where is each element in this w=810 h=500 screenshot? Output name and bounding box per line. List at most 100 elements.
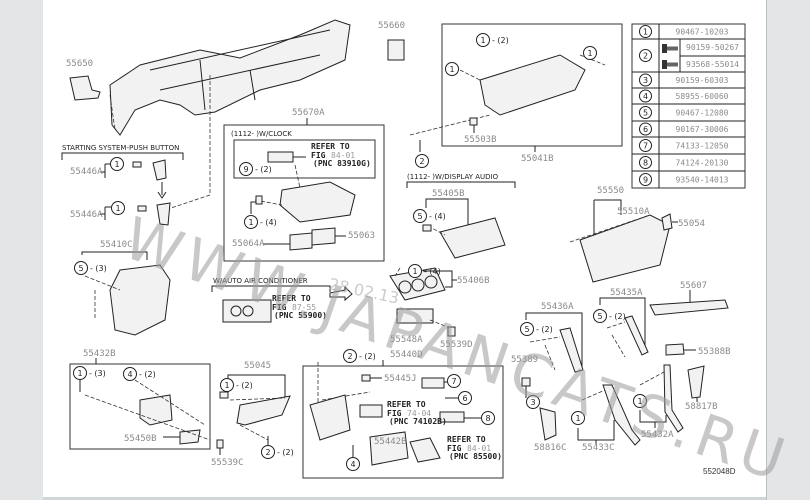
callout-1[interactable]: 1- (3) — [73, 366, 106, 380]
callout-1[interactable]: 1- (4) — [408, 264, 441, 278]
part-label[interactable]: 55442B — [374, 437, 407, 447]
table-callout-circle — [639, 89, 652, 103]
table-part-number[interactable]: 90159-50267 — [686, 43, 739, 52]
part-label[interactable]: 55503B — [464, 135, 497, 145]
part-label[interactable]: 55607 — [680, 281, 707, 291]
part-label[interactable]: 55440D — [390, 350, 423, 360]
callout-2[interactable]: 2 — [415, 154, 429, 168]
vent-55650 — [69, 75, 101, 101]
table-callout-number: 8 — [643, 159, 648, 168]
bolt-icon — [662, 44, 678, 53]
part-label[interactable]: 55045 — [244, 361, 271, 371]
callout-1[interactable]: 1- (4) — [244, 215, 277, 229]
ref-fig[interactable]: 87-55 — [292, 303, 316, 312]
table-callout-number: 5 — [643, 109, 648, 118]
part-label[interactable]: 55650 — [66, 59, 93, 69]
callout-7[interactable]: 7 — [447, 374, 461, 388]
part-label[interactable]: 55539D — [440, 340, 473, 350]
callout-4[interactable]: 4 — [346, 457, 360, 471]
callout-circle — [111, 201, 125, 215]
note-starting-system: STARTING SYSTEM-PUSH BUTTON — [62, 144, 179, 152]
part-label[interactable]: 58817B — [685, 402, 718, 412]
part-label[interactable]: 55389 — [511, 355, 538, 365]
callout-quantity: - (2) — [536, 325, 553, 334]
callout-1[interactable]: 1 — [583, 46, 597, 60]
callout-1[interactable]: 1- (2) — [476, 33, 509, 47]
part-label[interactable]: 55436A — [541, 302, 574, 312]
table-callout-number: 4 — [643, 92, 648, 101]
part-label[interactable]: 55406B — [457, 276, 490, 286]
part-label[interactable]: 55435A — [610, 288, 643, 298]
table-part-number[interactable]: 74133-12050 — [676, 142, 729, 151]
callout-5[interactable]: 5- (2) — [520, 322, 553, 336]
table-part-number[interactable]: 90167-30006 — [676, 125, 729, 134]
part-label[interactable]: 55446A — [70, 167, 103, 177]
callout-1[interactable]: 1- (2) — [220, 378, 253, 392]
table-callout-circle — [639, 49, 652, 62]
callout-circle — [583, 46, 597, 60]
part-label[interactable]: 55445J — [384, 374, 417, 384]
callout-1[interactable]: 1 — [445, 62, 459, 76]
callout-circle — [346, 457, 360, 471]
callout-4[interactable]: 4- (2) — [123, 367, 156, 381]
part-label[interactable]: 55054 — [678, 219, 705, 229]
ref-fig[interactable]: 84-01 — [467, 444, 491, 453]
part-label[interactable]: 55064A — [232, 239, 265, 249]
table-part-number[interactable]: 90467-12080 — [676, 109, 729, 118]
part-label[interactable]: 55548A — [390, 335, 423, 345]
part-label[interactable]: 55432B — [83, 349, 116, 359]
part-label[interactable]: 55410C — [100, 240, 133, 250]
table-part-number[interactable]: 74124-20130 — [676, 159, 729, 168]
callout-2[interactable]: 2- (2) — [261, 445, 294, 459]
part-label[interactable]: 55660 — [378, 21, 405, 31]
callout-1[interactable]: 1 — [111, 201, 125, 215]
callout-6[interactable]: 6 — [458, 391, 472, 405]
callout-circle — [447, 374, 461, 388]
callout-number: 1 — [449, 65, 454, 74]
callout-5[interactable]: 5- (4) — [413, 209, 446, 223]
part-label[interactable]: 55433C — [582, 443, 615, 453]
callout-1[interactable]: 1 — [633, 394, 647, 408]
part-label[interactable]: 55432A — [641, 430, 674, 440]
table-part-number[interactable]: 93540-14013 — [676, 176, 729, 185]
part-label[interactable]: 55450B — [124, 434, 157, 444]
part-label[interactable]: 55510A — [617, 207, 650, 217]
part-label[interactable]: 55041B — [521, 154, 554, 164]
callout-quantity: - (2) — [492, 36, 509, 45]
table-callout-number: 6 — [643, 125, 648, 134]
callout-2[interactable]: 2- (2) — [343, 349, 376, 363]
callout-5[interactable]: 5- (2) — [593, 309, 626, 323]
callout-1[interactable]: 1 — [110, 157, 124, 171]
callout-number: 4 — [127, 370, 132, 379]
part-label[interactable]: 55539C — [211, 458, 244, 468]
callout-1[interactable]: 1 — [571, 411, 585, 425]
part-label[interactable]: 55388B — [698, 347, 731, 357]
callout-quantity: - (2) — [255, 165, 272, 174]
callout-8[interactable]: 8 — [481, 411, 495, 425]
callout-3[interactable]: 3 — [526, 395, 540, 409]
table-part-number[interactable]: 58955-60060 — [676, 92, 729, 101]
ref-line: REFER TO — [447, 435, 486, 444]
part-label[interactable]: 58816C — [534, 443, 567, 453]
part-label[interactable]: 55063 — [348, 231, 375, 241]
callout-circle — [445, 62, 459, 76]
table-part-number[interactable]: 93568-55014 — [686, 60, 739, 69]
part-label[interactable]: 55670A — [292, 108, 325, 118]
part-label[interactable]: 55446A — [70, 210, 103, 220]
part-label[interactable]: 55405B — [432, 189, 465, 199]
callout-quantity: - (2) — [609, 312, 626, 321]
bolt-icon — [662, 60, 678, 69]
ref-fig[interactable]: 84-01 — [331, 151, 355, 160]
table-part-number[interactable]: 90467-10203 — [676, 28, 729, 37]
table-part-number[interactable]: 90159-60303 — [676, 76, 729, 85]
table-callout-circle — [639, 139, 652, 152]
callout-circle — [413, 209, 427, 223]
ref-fig[interactable]: 74-04 — [407, 409, 431, 418]
part-label[interactable]: 55550 — [597, 186, 624, 196]
callout-9[interactable]: 9- (2) — [239, 162, 272, 176]
callout-5[interactable]: 5- (3) — [74, 261, 107, 275]
